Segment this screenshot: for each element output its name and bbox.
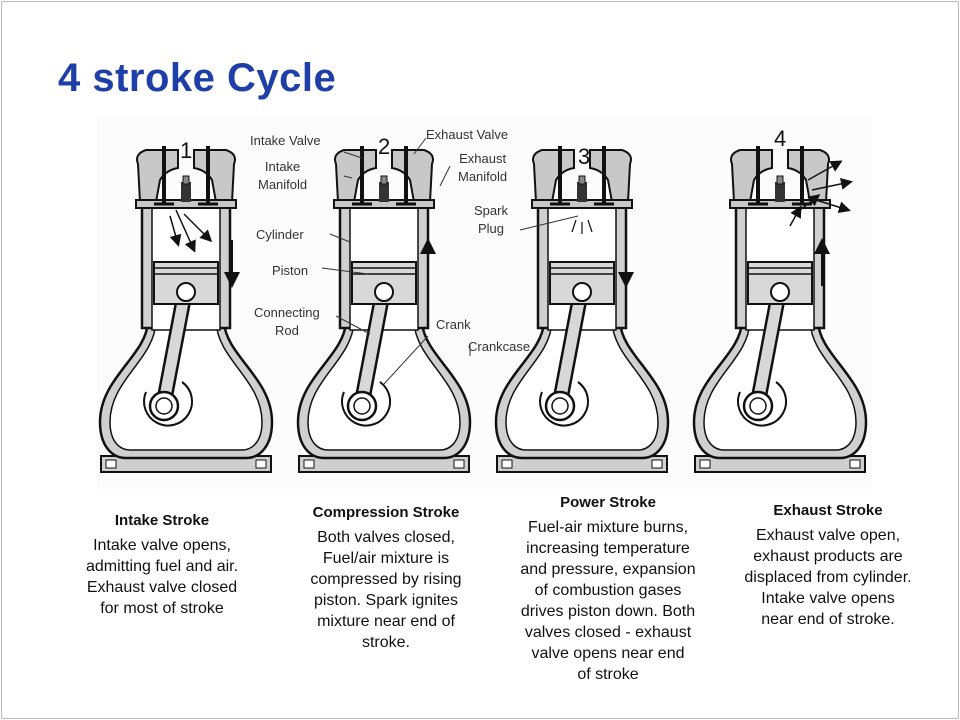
exhaust-manifold-label: Exhaust Manifold — [458, 151, 508, 184]
power-stroke-heading: Power Stroke — [560, 494, 656, 511]
intake-stroke-body: Intake valve opens, admitting fuel and a… — [85, 537, 239, 617]
compression-stroke-heading: Compression Stroke — [312, 504, 460, 521]
stroke-number-3: 3 — [578, 144, 591, 169]
page-title: 4 stroke Cycle — [58, 56, 337, 100]
compression-stroke-description: Compression Stroke Both valves closed, F… — [280, 502, 492, 653]
compression-stroke-body: Both valves closed, Fuel/air mixture is … — [310, 529, 462, 651]
intake-manifold-label: Intake Manifold — [258, 159, 308, 192]
intake-valve-label: Intake Valve — [250, 133, 321, 148]
spark-plug-label: Spark Plug — [474, 203, 508, 236]
intake-stroke-description: Intake Stroke Intake valve opens, admitt… — [62, 510, 262, 619]
crankcase-label: Crankcase — [468, 339, 531, 354]
exhaust-valve-label: Exhaust Valve — [426, 127, 509, 142]
stroke-number-4: 4 — [774, 126, 787, 151]
exhaust-stroke-body: Exhaust valve open, exhaust products are… — [744, 527, 912, 628]
intake-stroke-heading: Intake Stroke — [114, 512, 210, 529]
engine-stroke-2 — [298, 146, 470, 472]
label-leaders — [321, 137, 579, 385]
power-stroke-description: Power Stroke Fuel-air mixture burns, inc… — [498, 492, 718, 685]
stroke-number-2: 2 — [378, 134, 391, 159]
crank-label: Crank — [436, 317, 471, 332]
power-stroke-body: Fuel-air mixture burns, increasing tempe… — [520, 519, 696, 683]
engine-stroke-1 — [100, 146, 272, 472]
engine-stroke-3 — [496, 146, 668, 472]
connecting-rod-label: Connecting Rod — [254, 305, 320, 338]
stroke-number-1: 1 — [180, 138, 193, 163]
cylinder-label: Cylinder — [256, 227, 304, 242]
piston-label: Piston — [272, 263, 309, 278]
exhaust-stroke-heading: Exhaust Stroke — [773, 502, 883, 519]
engine-stroke-4 — [694, 146, 866, 472]
exhaust-stroke-description: Exhaust Stroke Exhaust valve open, exhau… — [724, 500, 932, 630]
